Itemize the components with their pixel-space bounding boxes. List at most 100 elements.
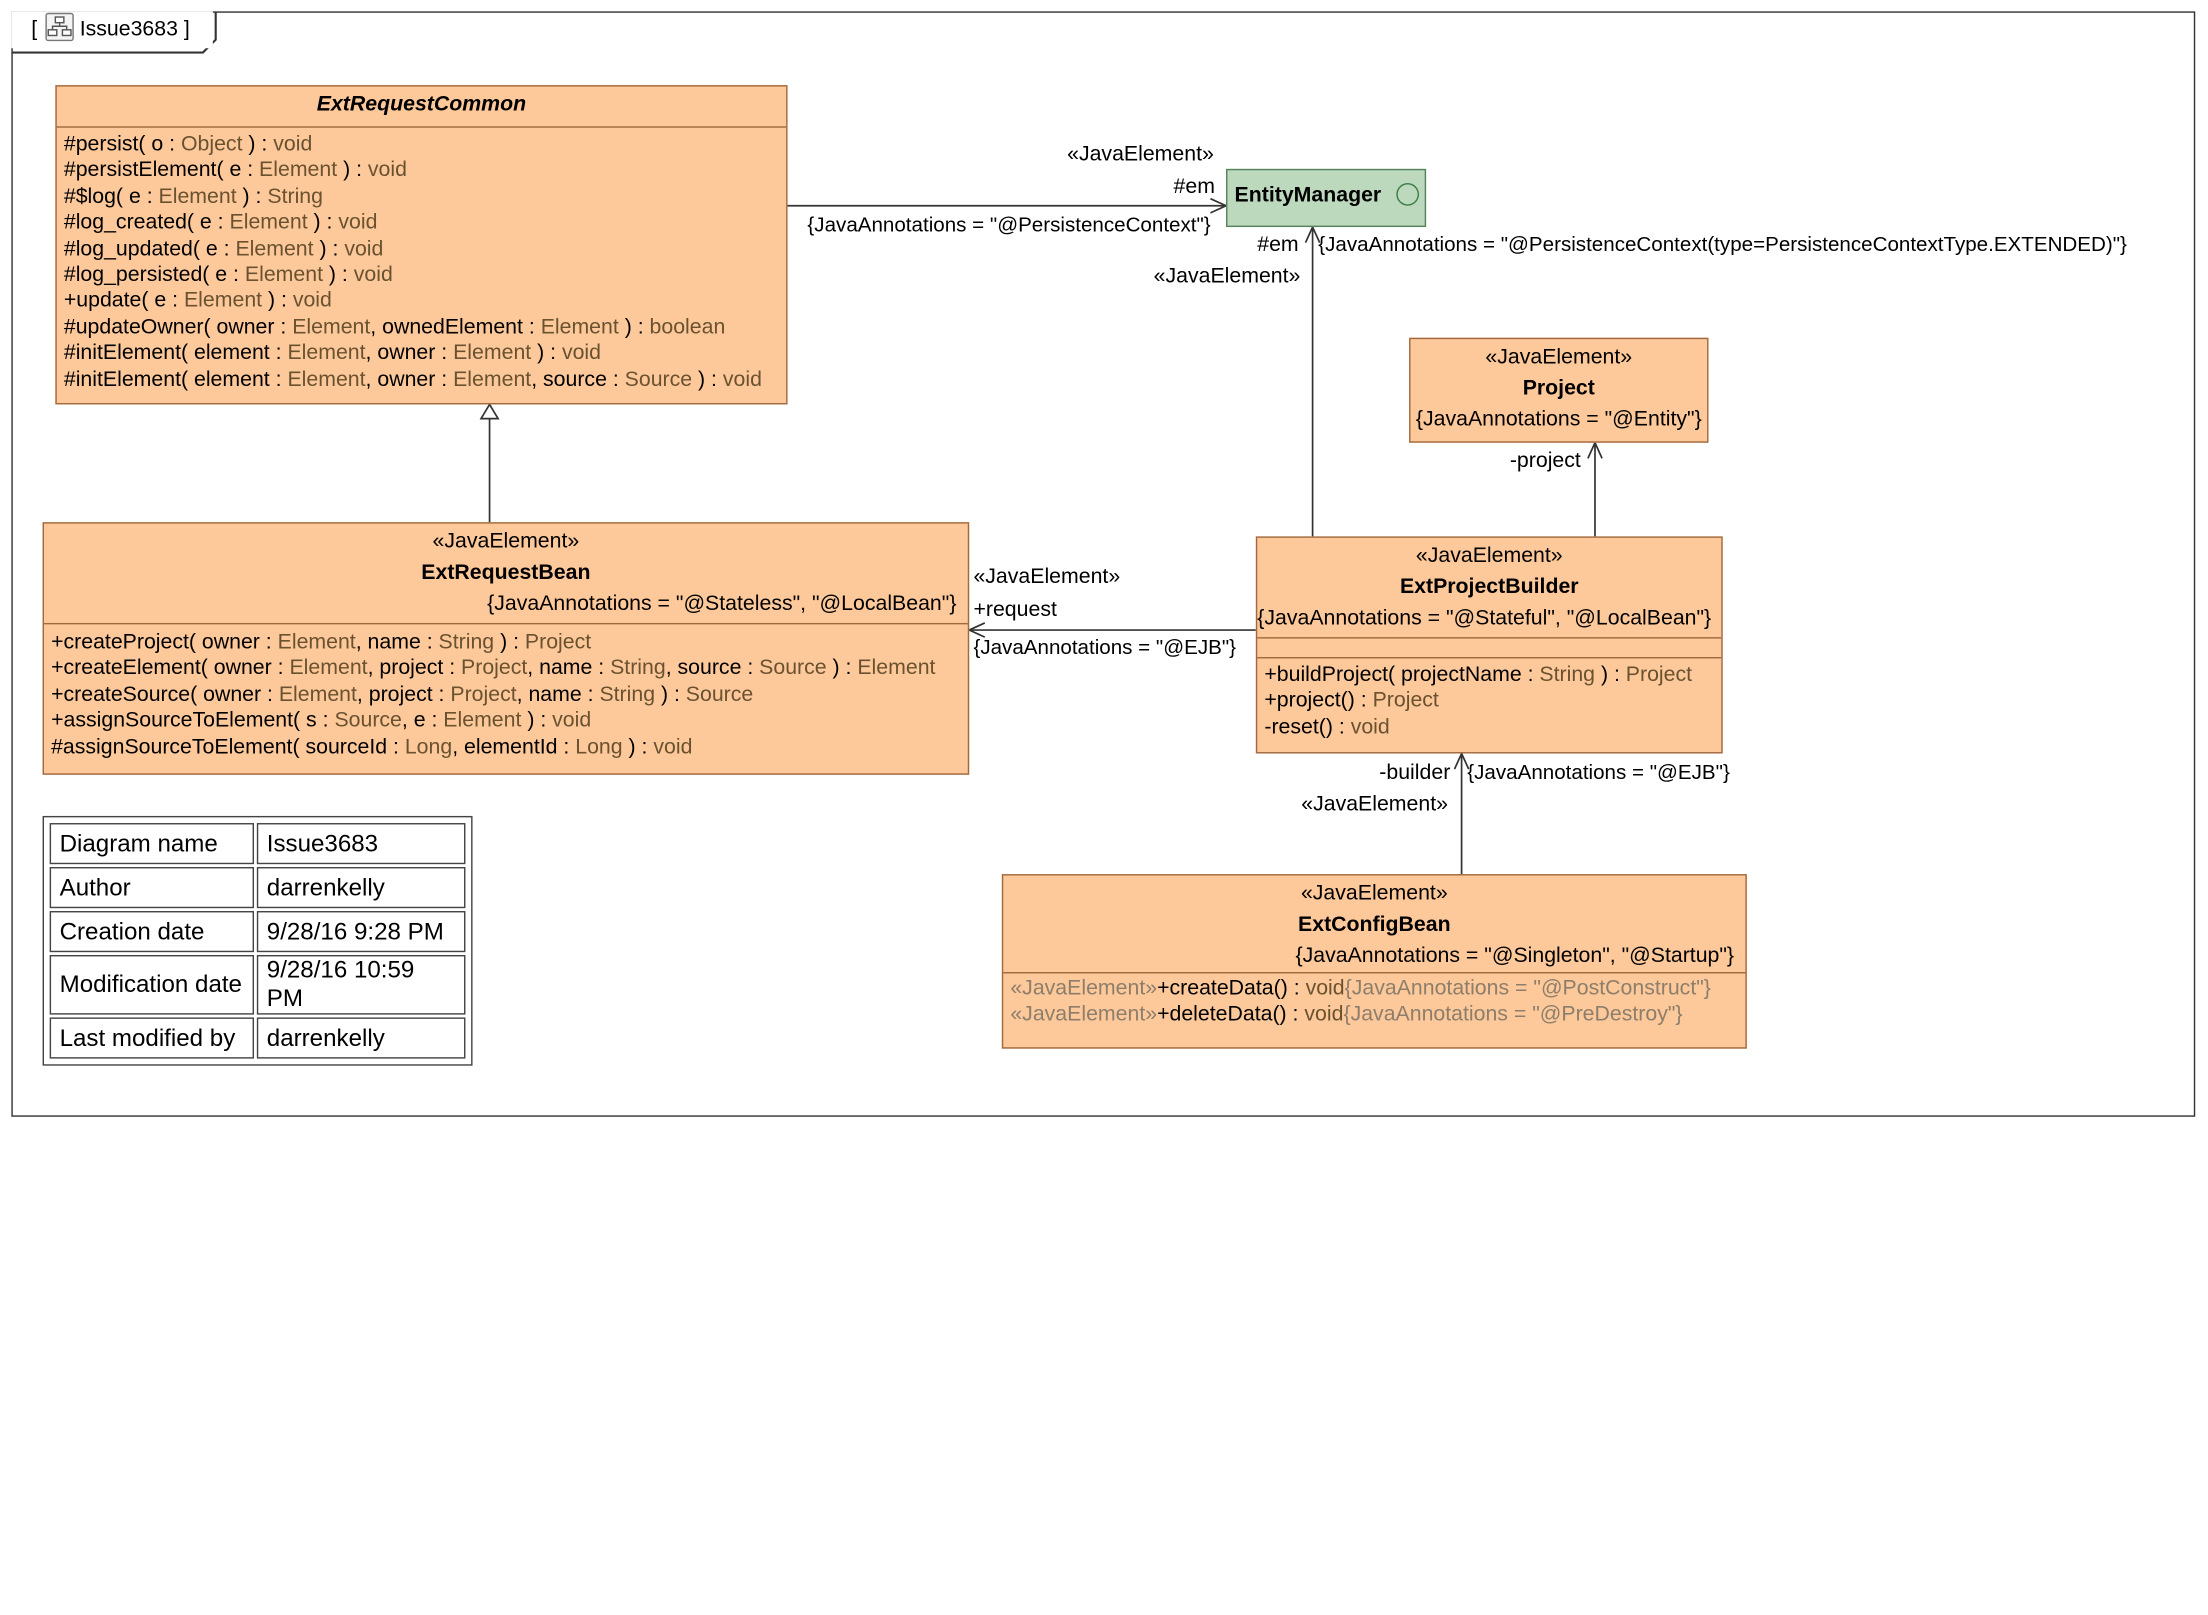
operation-row[interactable]: +createProject( owner : Element, name : … [44, 630, 968, 656]
operation-type: «JavaElement» [1010, 1002, 1158, 1027]
association-common-em-arrow [1210, 197, 1229, 214]
operation-text: #log_persisted( e : [63, 262, 245, 287]
class-ext-project-builder[interactable]: «JavaElement» ExtProjectBuilder {JavaAnn… [1255, 536, 1723, 754]
operation-row[interactable]: +createElement( owner : Element, project… [44, 656, 968, 682]
assoc-builder-request-stereotype: «JavaElement» [973, 564, 1121, 589]
operation-type: Element [540, 314, 619, 339]
operation-text: +buildProject( projectName : [1264, 662, 1540, 687]
operation-type: Element [277, 630, 356, 655]
operation-text: , name : [527, 656, 611, 681]
operation-type: Source [624, 367, 693, 392]
operation-row[interactable]: #log_updated( e : Element ) : void [57, 236, 786, 262]
frame-title[interactable]: Issue3683 [79, 17, 178, 42]
operation-row[interactable]: #persistElement( e : Element ) : void [57, 158, 786, 184]
operation-row[interactable]: +assignSourceToElement( s : Source, e : … [44, 708, 968, 734]
operation-text: #assignSourceToElement( sourceId : [51, 734, 405, 759]
class-ext-config-bean[interactable]: «JavaElement» ExtConfigBean {JavaAnnotat… [1001, 874, 1747, 1049]
operation-row[interactable]: +project() : Project [1257, 689, 1721, 715]
operation-text: ) : [521, 708, 553, 733]
assoc-builder-em-tag: {JavaAnnotations = "@PersistenceContext(… [1318, 234, 2127, 257]
association-builder-em-arrow [1304, 224, 1321, 244]
operation-text: ) : [655, 682, 686, 707]
info-key: Last modified by [49, 1017, 255, 1059]
frame-tab-close-bracket: ] [183, 17, 190, 42]
interface-entity-manager[interactable]: EntityManager [1226, 168, 1427, 228]
operation-type: void [273, 131, 313, 157]
operation-type: «JavaElement» [1010, 976, 1158, 1001]
operation-row[interactable]: -reset() : void [1257, 715, 1721, 741]
assoc-builder-em-stereotype: «JavaElement» [1153, 263, 1301, 289]
operation-row[interactable]: #initElement( element : Element, owner :… [57, 341, 786, 367]
operation-type: Element [287, 367, 366, 392]
operation-row[interactable]: #assignSourceToElement( sourceId : Long,… [44, 735, 968, 761]
operation-text: ) : [692, 367, 723, 392]
operation-type: Element [443, 708, 522, 733]
operation-text: #log_created( e : [63, 210, 230, 235]
operation-type: Element [158, 184, 237, 209]
operation-text: #persistElement( e : [63, 158, 260, 183]
operation-text: , owner : [365, 340, 454, 366]
operation-type: void [561, 340, 602, 366]
operation-text: , project : [356, 682, 451, 707]
assoc-builder-em-role: #em [1257, 232, 1299, 257]
operation-row[interactable]: #log_created( e : Element ) : void [57, 210, 786, 236]
operation-type: Object [180, 131, 243, 157]
operation-text: , name : [355, 630, 439, 655]
operation-type: Project [524, 630, 592, 655]
operation-type: Project [1625, 662, 1693, 687]
operation-row[interactable]: «JavaElement»+deleteData() : void{JavaAn… [1003, 1002, 1745, 1028]
operation-row[interactable]: +update( e : Element ) : void [57, 289, 786, 315]
operation-type: String [438, 630, 495, 655]
class-project[interactable]: «JavaElement» Project {JavaAnnotations =… [1409, 337, 1709, 443]
operation-type: Element [857, 656, 936, 681]
operation-type: void [1305, 976, 1345, 1001]
operation-type: Project [450, 682, 517, 707]
operation-text: #initElement( element : [63, 367, 288, 392]
operation-type: void [338, 210, 378, 235]
operation-text: +update( e : [63, 288, 184, 313]
operation-row[interactable]: #$log( e : Element ) : String [57, 184, 786, 210]
info-value: darrenkelly [256, 1017, 466, 1059]
tagged-values: {JavaAnnotations = "@Stateful", "@LocalB… [1257, 605, 1712, 631]
operation-type: String [610, 656, 666, 681]
info-value: 9/28/16 9:28 PM [256, 911, 466, 953]
operation-row[interactable]: +buildProject( projectName : String ) : … [1257, 663, 1721, 689]
operation-type: Element [259, 158, 338, 183]
info-value: 9/28/16 10:59 PM [256, 955, 466, 1015]
operation-type: Element [235, 236, 314, 261]
operation-text: +deleteData() : [1157, 1002, 1305, 1027]
stereotype-label: «JavaElement» [1300, 881, 1448, 906]
operation-text: ) : [622, 734, 654, 759]
operation-row[interactable]: #persist( o : Object ) : void [57, 132, 786, 158]
tagged-values: {JavaAnnotations = "@Stateless", "@Local… [487, 591, 957, 616]
info-key: Modification date [49, 955, 255, 1015]
operation-text: , ownedElement : [370, 314, 541, 339]
operation-type: {JavaAnnotations = "@PostConstruct"} [1344, 976, 1711, 1001]
operation-row[interactable]: +createSource( owner : Element, project … [44, 682, 968, 708]
operation-text: ) : [531, 340, 562, 366]
operations-list: +createProject( owner : Element, name : … [44, 630, 968, 761]
operation-text: ) : [322, 262, 354, 287]
operation-text: ) : [236, 184, 268, 209]
operation-type: Long [575, 734, 623, 759]
operation-type: Element [278, 682, 357, 707]
operation-type: boolean [649, 314, 726, 339]
operation-row[interactable]: «JavaElement»+createData() : void{JavaAn… [1003, 976, 1745, 1002]
tagged-values: {JavaAnnotations = "@Entity"} [1415, 407, 1702, 432]
assoc-common-em-role: #em [1173, 174, 1215, 199]
operation-row[interactable]: #initElement( element : Element, owner :… [57, 367, 786, 393]
operation-row[interactable]: #updateOwner( owner : Element, ownedElem… [57, 315, 786, 341]
operation-type: Element [229, 210, 308, 235]
operation-type: Long [404, 734, 453, 759]
operation-text: +project() : [1264, 688, 1373, 713]
operation-row[interactable]: #log_persisted( e : Element ) : void [57, 263, 786, 289]
class-ext-request-common[interactable]: ExtRequestCommon #persist( o : Object ) … [55, 85, 788, 405]
operations-compartment: #persist( o : Object ) : void#persistEle… [56, 126, 787, 393]
operation-type: void [552, 708, 592, 733]
class-ext-request-bean[interactable]: «JavaElement» ExtRequestBean {JavaAnnota… [42, 522, 970, 775]
operation-text: , project : [367, 656, 462, 681]
